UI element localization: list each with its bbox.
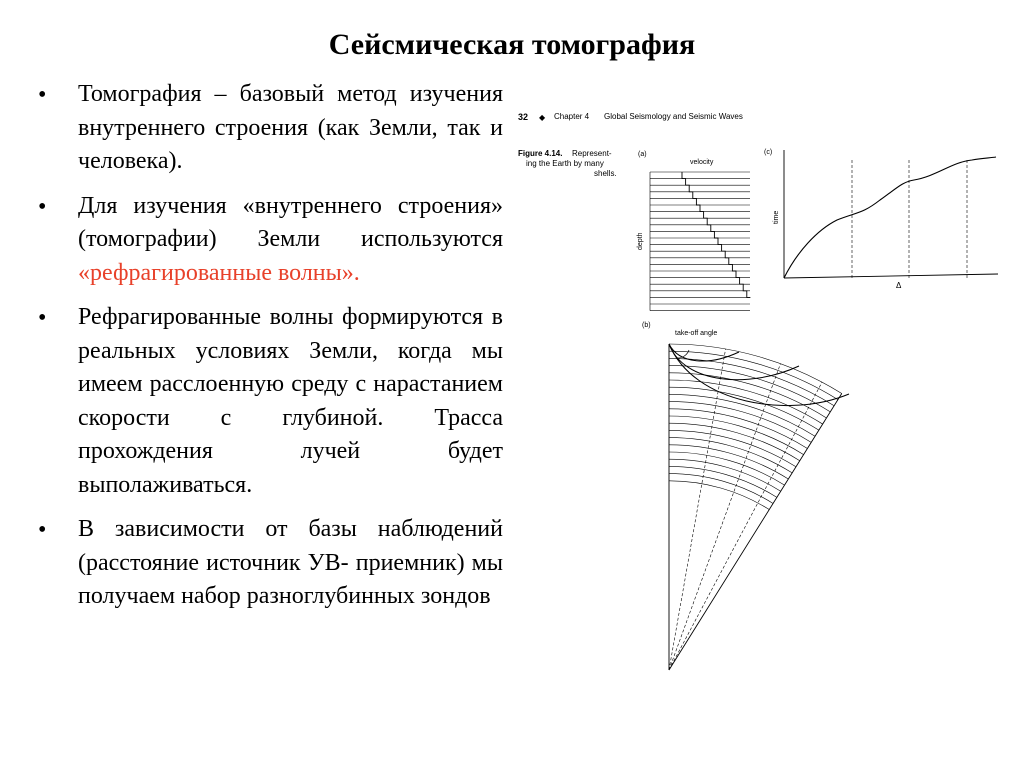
panel-c-x-axis [783,273,999,279]
figure-caption-line-1: Represent- [572,149,612,158]
panel-b-shell-arc [668,480,770,510]
bullet-marker: • [38,82,47,108]
figure-page-number: 32 [518,112,528,122]
bullet-text-part: Томография – базовый метод изучения внут… [78,81,503,174]
panel-b-ray-path [668,343,740,362]
panel-b-shell-arc [668,394,816,437]
bullet-text-part: В зависимости от базы наблюдений (рассто… [78,516,503,609]
panel-b-shell-arc [668,379,823,425]
panel-a-depth-label: depth [637,232,644,250]
panel-b-earth-shells [668,343,850,671]
bullet-text: Для изучения «внутреннего строения» (том… [78,190,503,291]
panel-b-ray-path [668,343,800,381]
bullet-item: • В зависимости от базы наблюдений (расст… [38,513,503,614]
panel-b-shell-arc [668,358,835,407]
bullet-text: Томография – базовый метод изучения внут… [78,78,503,179]
panel-a-layers [649,171,751,311]
figure-caption-label: Figure 4.14. [518,149,562,158]
figure-chapter-title: Global Seismology and Seismic Waves [604,112,743,121]
panel-c-traveltime-curve [783,156,997,279]
panel-b-shell-arc [668,372,827,419]
bullet-text-part: Для изучения «внутреннего строения» (том… [78,192,503,253]
bullet-item: • Томография – базовый метод изучения вну… [38,78,503,179]
panel-b-shell-arc [668,343,842,394]
panel-b-shell-arc [668,401,812,443]
panel-b-shell-arc [668,350,839,400]
figure-caption-line-2: ing the Earth by many [526,159,604,168]
bullet-item: • Для изучения «внутреннего строения» (то… [38,190,503,291]
panel-b-radial-dash [668,382,823,671]
panel-b-shell-arc [668,444,789,480]
panel-c-label: (c) [764,149,772,156]
highlighted-term: «рефрагированные волны». [78,259,360,286]
page-title: Сейсмическая томография [328,28,696,61]
panel-a-label: (a) [638,151,647,158]
panel-b-shell-arc [668,430,797,468]
panel-a-velocity-label: velocity [690,159,714,166]
bullet-item: • Рефрагированные волны формируются в реа… [38,301,503,502]
bullet-marker: • [38,305,47,331]
panel-b-shell-arc [668,458,781,492]
panel-b-shell-arc [668,473,774,504]
panel-b-takeoff-label: take-off angle [675,330,717,337]
panel-b-ray-path [668,343,850,407]
panel-b-radial-dash [668,363,781,671]
panel-b-shell-arc [668,386,820,431]
bullet-text: Рефрагированные волны формируются в реал… [78,301,503,502]
panel-b-label: (b) [642,322,651,329]
panel-b-shell-arc [668,422,800,461]
panel-b-shell-arc [668,408,808,449]
panel-b-shell-arc [668,415,804,455]
bullet-text: В зависимости от базы наблюдений (рассто… [78,513,503,614]
seismic-shells-figure: 32 ◆ Chapter 4 Global Seismology and Sei… [518,112,999,671]
panel-b-edge-line [668,393,843,671]
panel-b-shell-arc [668,466,778,498]
panel-b-shell-arc [668,365,831,413]
panel-c-traveltime-plot [783,150,999,279]
panel-c-delta-label: Δ [896,281,902,290]
panel-b-radial-dash [668,348,726,671]
figure-chapter: Chapter 4 [554,112,590,121]
panel-a-velocity-profile [681,172,751,298]
panel-b-shell-arc [668,437,793,474]
figure-caption-line-3: shells. [594,169,617,178]
bullet-list: • Томография – базовый метод изучения вну… [38,78,503,625]
bullet-marker: • [38,517,47,543]
bullet-marker: • [38,193,47,220]
panel-b-takeoff-arc [676,349,690,359]
panel-c-time-label: time [773,211,780,224]
figure-separator: ◆ [539,113,546,122]
panel-b-shell-arc [668,451,785,486]
bullet-text-part: Рефрагированные волны формируются в реал… [78,304,503,498]
